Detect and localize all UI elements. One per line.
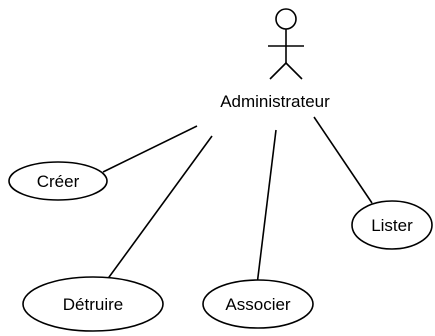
use-case-creer-ellipse: [8, 161, 108, 201]
association-line-detruire: [103, 135, 213, 285]
use-case-detruire-label: Détruire: [63, 295, 123, 314]
actor-name: Administrateur: [220, 92, 330, 111]
use-case-detruire[interactable]: Détruire: [22, 276, 164, 332]
use-case-associer[interactable]: Associer: [202, 279, 314, 329]
use-case-lister[interactable]: Lister: [351, 200, 433, 250]
use-case-associer-label: Associer: [225, 295, 291, 314]
use-case-lister-ellipse: [351, 200, 433, 250]
actor-right-leg: [285, 62, 303, 80]
association-line-lister: [313, 116, 373, 204]
actor-left-leg: [269, 62, 287, 80]
use-case-associer-ellipse: [202, 279, 314, 329]
association-line-associer: [256, 129, 277, 286]
use-case-creer-label: Créer: [37, 172, 80, 191]
use-case-detruire-ellipse: [22, 276, 164, 332]
association-line-creer: [102, 125, 198, 173]
use-case-lister-label: Lister: [371, 216, 413, 235]
use-case-creer[interactable]: Créer: [8, 161, 108, 201]
actor-figure[interactable]: [268, 8, 304, 80]
actor-head: [275, 8, 297, 30]
